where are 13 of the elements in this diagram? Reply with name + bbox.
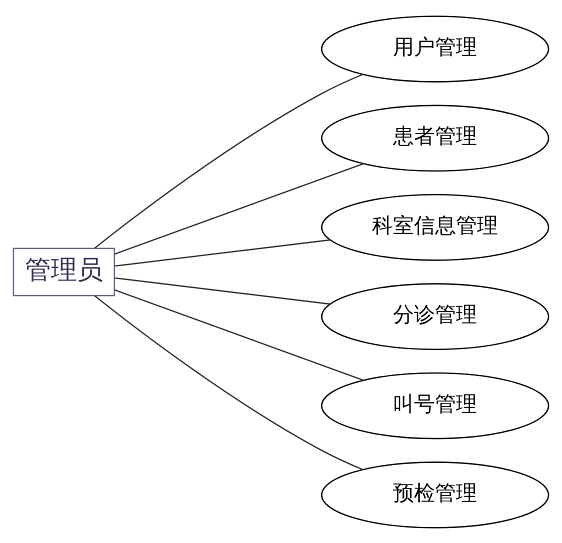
node-ellipse: 叫号管理 bbox=[321, 372, 550, 439]
connector bbox=[94, 73, 363, 248]
node-ellipse: 科室信息管理 bbox=[321, 193, 550, 260]
connector bbox=[94, 294, 363, 470]
node-ellipse: 分诊管理 bbox=[321, 282, 550, 350]
connector bbox=[114, 238, 330, 266]
connector bbox=[114, 276, 330, 304]
connector bbox=[114, 162, 364, 254]
node-ellipse: 用户管理 bbox=[321, 15, 550, 82]
node-box: 管理员 bbox=[12, 247, 116, 296]
connector bbox=[114, 288, 364, 380]
node-ellipse: 预检管理 bbox=[321, 461, 550, 528]
node-ellipse: 患者管理 bbox=[321, 104, 550, 172]
